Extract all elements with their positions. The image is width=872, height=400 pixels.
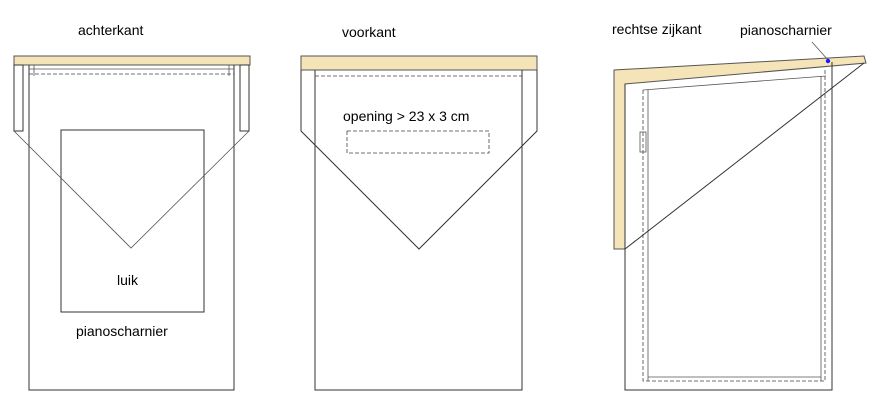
back-view: achterkant luik pianoscharnier bbox=[13, 22, 251, 391]
side-diagonal bbox=[624, 62, 865, 250]
front-v-lines bbox=[300, 70, 538, 250]
side-body-outline bbox=[624, 62, 833, 391]
back-roof-plank bbox=[13, 55, 251, 66]
side-inner-hidden-outline bbox=[642, 70, 826, 382]
front-opening-label: opening > 23 x 3 cm bbox=[343, 108, 469, 124]
back-body-outline bbox=[28, 65, 235, 391]
back-hatch bbox=[60, 129, 205, 313]
side-view-title: rechtse zijkant bbox=[612, 21, 702, 37]
side-hinge-leader bbox=[811, 41, 829, 61]
back-hinge-label: pianoscharnier bbox=[76, 323, 168, 339]
back-hatch-label: luik bbox=[117, 272, 139, 288]
front-body-outline bbox=[314, 70, 523, 391]
side-latch-block bbox=[639, 131, 647, 153]
front-opening bbox=[346, 130, 490, 154]
side-view: rechtse zijkant pianoscharnier bbox=[612, 21, 867, 391]
back-left-strip bbox=[13, 64, 24, 132]
back-hidden-v bbox=[13, 130, 250, 249]
front-view: voorkant opening > 23 x 3 cm bbox=[300, 24, 538, 391]
side-roof-plank bbox=[613, 55, 867, 250]
side-inner-top-line bbox=[642, 75, 827, 91]
side-hinge-marker bbox=[825, 58, 831, 64]
back-view-title: achterkant bbox=[78, 22, 143, 38]
front-view-title: voorkant bbox=[342, 24, 396, 40]
front-roof-plank bbox=[300, 55, 538, 71]
side-hinge-label: pianoscharnier bbox=[740, 22, 832, 38]
back-right-strip bbox=[239, 64, 250, 132]
